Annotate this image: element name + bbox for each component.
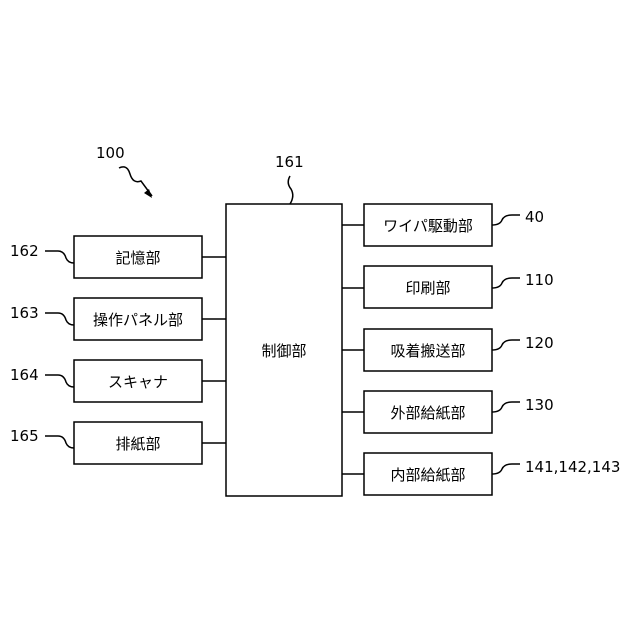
left-block-label: 操作パネル部	[93, 311, 183, 329]
right-block-label: ワイパ駆動部	[383, 217, 473, 235]
left-block-label: 記憶部	[115, 249, 160, 267]
right-block-label: 外部給紙部	[390, 404, 465, 422]
left-block-leader	[45, 251, 74, 263]
left-block-ref: 162	[10, 242, 39, 260]
left-block-label: 排紙部	[115, 435, 160, 453]
right-block-leader	[492, 278, 520, 288]
right-block-label: 吸着搬送部	[390, 342, 465, 360]
left-block-ref: 164	[10, 366, 39, 384]
right-block-ref: 40	[525, 208, 544, 226]
right-block-leader	[492, 215, 520, 225]
left-block-ref: 165	[10, 427, 39, 445]
right-block-ref: 110	[525, 271, 554, 289]
controller-ref-label: 161	[275, 153, 304, 171]
system-ref-label: 100	[96, 144, 125, 162]
right-block-label: 内部給紙部	[390, 466, 465, 484]
left-block-ref: 163	[10, 304, 39, 322]
right-block-leader	[492, 464, 520, 474]
right-block-ref: 120	[525, 334, 554, 352]
left-block-leader	[45, 436, 74, 448]
controller-ref-leader	[288, 176, 293, 204]
right-block-ref: 130	[525, 396, 554, 414]
right-block-leader	[492, 340, 520, 350]
right-block-ref: 141,142,143	[525, 458, 620, 476]
right-block-label: 印刷部	[405, 279, 450, 297]
left-block-leader	[45, 313, 74, 325]
left-block-leader	[45, 375, 74, 387]
left-block-label: スキャナ	[108, 373, 168, 391]
right-block-leader	[492, 402, 520, 412]
controller-label: 制御部	[261, 342, 306, 360]
